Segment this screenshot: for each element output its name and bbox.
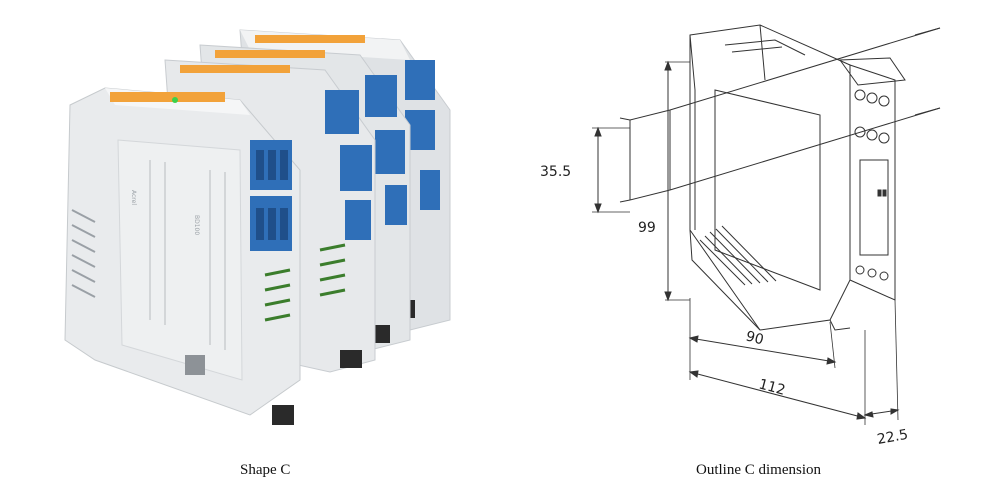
module-render: BD100 Acrel — [64, 29, 451, 425]
model-text: BD100 — [193, 215, 200, 235]
indicator-strip — [110, 92, 225, 102]
terminal-screws — [854, 89, 890, 281]
vent-slots-front — [71, 209, 291, 322]
dimension-depth-90 — [688, 298, 837, 369]
caption-outline: Outline C dimension — [696, 462, 821, 478]
label-depth-front: 90 — [744, 328, 765, 348]
vent-slots-back — [319, 243, 346, 297]
qr-code — [185, 355, 205, 375]
dimension-depth-112 — [688, 330, 867, 425]
status-led — [172, 97, 178, 103]
module-front: BD100 Acrel — [64, 87, 301, 425]
dimension-height — [664, 60, 690, 302]
product-photo-panel: BD100 Acrel Shape C — [64, 29, 451, 478]
module-outline — [689, 24, 906, 331]
front-label-panel — [117, 139, 243, 381]
vent-hatching — [699, 225, 777, 286]
dimension-width — [863, 299, 900, 421]
din-clip — [272, 405, 294, 425]
dimension-drawing-panel: 35.5 99 90 112 22.5 Outline C dimension — [520, 0, 1000, 500]
label-height: 99 — [638, 220, 656, 236]
label-depth-total: 112 — [757, 376, 787, 398]
label-width: 22.5 — [876, 427, 909, 448]
caption-shape: Shape C — [240, 462, 291, 478]
dimension-rail — [592, 126, 630, 214]
label-rail-height: 35.5 — [540, 164, 571, 180]
brand-text: Acrel — [130, 190, 137, 205]
outline-drawing: 35.5 99 90 112 22.5 — [540, 24, 941, 448]
